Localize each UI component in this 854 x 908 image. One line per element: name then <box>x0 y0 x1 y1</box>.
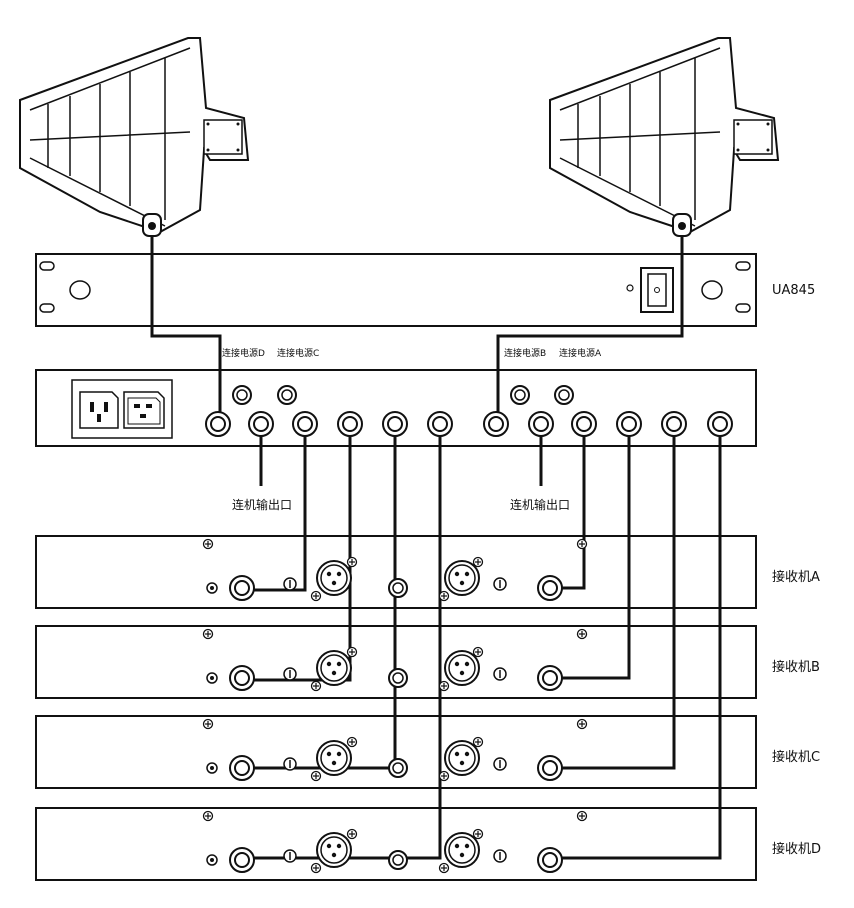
cascade-output-label-right: 连机输出口 <box>510 498 571 512</box>
receiver-a-label: 接收机A <box>772 570 820 585</box>
antenna-right <box>549 37 780 237</box>
cables <box>150 236 722 860</box>
model-label: UA845 <box>772 283 816 298</box>
cascade-output-label-left: 连机输出口 <box>232 498 293 512</box>
power-label-b: 连接电源B <box>504 349 547 359</box>
receiver-c-label: 接收机C <box>772 750 821 765</box>
power-label-d: 连接电源D <box>222 349 265 359</box>
ua845-front-panel <box>35 253 757 327</box>
power-label-c: 连接电源C <box>277 349 320 359</box>
antenna-left <box>19 37 250 237</box>
receiver-b-label: 接收机B <box>772 660 820 675</box>
power-label-a: 连接电源A <box>559 349 602 359</box>
receiver-d-label: 接收机D <box>772 842 822 857</box>
